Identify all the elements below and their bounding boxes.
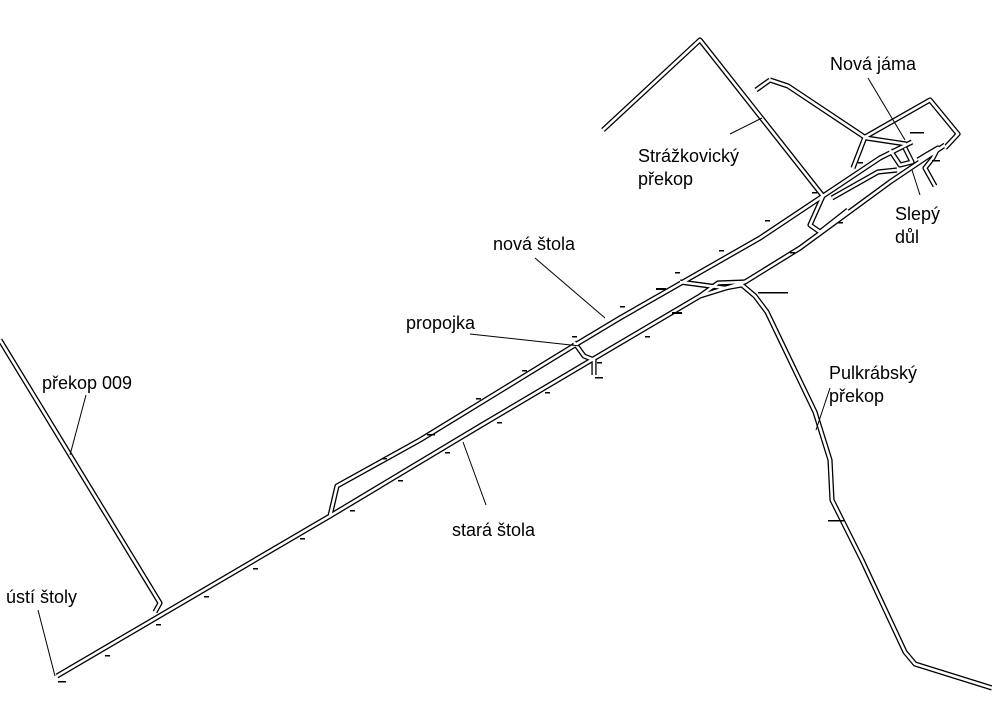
leader-nova-jama <box>867 77 906 141</box>
label-strazkovicky-line1: Strážkovický <box>638 146 740 166</box>
leader-slepy <box>911 169 921 196</box>
label-usti-stoly: ústí štoly <box>6 587 78 607</box>
leader-prekop-009 <box>69 394 87 456</box>
label-slepy-dul: Slepý důl <box>895 203 940 249</box>
label-nova-jama: Nová jáma <box>830 54 917 74</box>
label-propojka: propojka <box>406 313 476 333</box>
label-nova-stola: nová štola <box>493 234 576 254</box>
label-strazkovicky-line2: překop <box>638 169 694 189</box>
nova-jama-loop <box>769 77 907 147</box>
leader-pulkrabsky <box>815 387 831 431</box>
leader-strazkovicky <box>729 117 763 135</box>
leader-stara-stola <box>462 441 487 506</box>
leader-nova-stola <box>534 257 606 319</box>
label-pulkrabsky-line1: Pulkrábský <box>829 363 918 383</box>
leader-propojka <box>469 333 581 347</box>
survey-marks <box>58 132 940 683</box>
leader-usti <box>37 609 56 677</box>
label-stara-stola: stará štola <box>452 520 536 540</box>
label-pulkrabsky-prekop: Pulkrábský překop <box>829 362 917 408</box>
label-pulkrabsky-line2: překop <box>829 386 885 406</box>
pulkrabsky-prekop-tunnel <box>679 279 992 691</box>
label-slepy-line2: důl <box>895 227 920 247</box>
label-prekop-009: překop 009 <box>42 373 133 393</box>
label-slepy-line1: Slepý <box>895 204 941 224</box>
label-strazkovicky-prekop: Strážkovický překop <box>638 145 739 191</box>
